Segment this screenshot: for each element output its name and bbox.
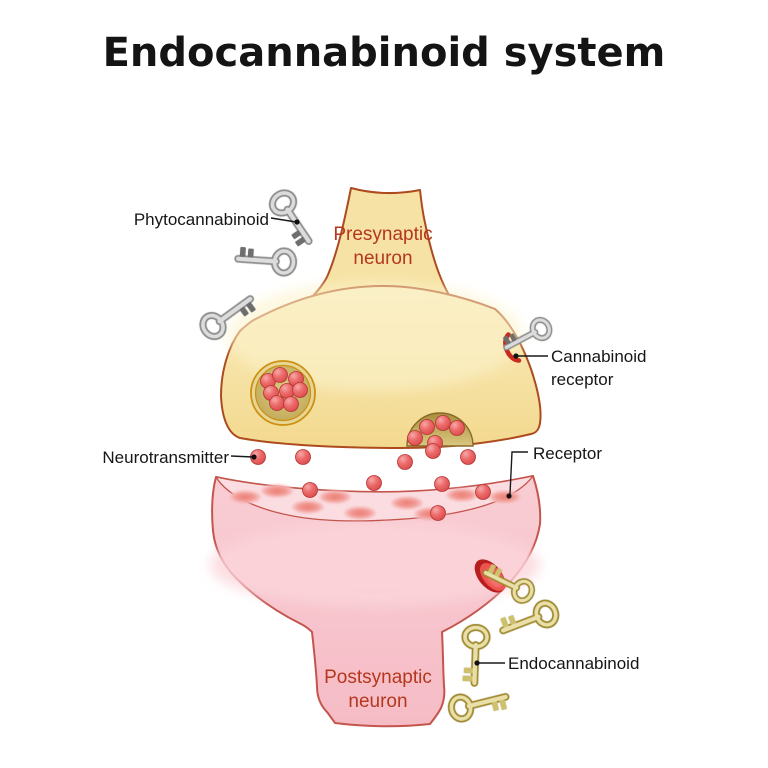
neurotransmitter-dot (475, 484, 491, 500)
receptor-spot (489, 491, 521, 504)
endocannabinoid-key-icon (499, 599, 559, 640)
receptor-spot (229, 491, 261, 504)
neurotransmitter-dot (272, 367, 288, 383)
label-presynaptic-neuron-line1: Presynaptic (333, 224, 433, 245)
receptor-spot (446, 489, 478, 502)
label-presynaptic-neuron-line2: neuron (353, 248, 413, 269)
label-cannabinoid-receptor-line2: receptor (551, 370, 614, 389)
postsynaptic-highlight (210, 523, 540, 607)
label-postsynaptic-neuron-line1: Postsynaptic (324, 667, 432, 688)
receptor-spot (344, 507, 376, 520)
neurotransmitter-dot (302, 482, 318, 498)
phytocannabinoid-key-icon (237, 247, 294, 274)
label-phytocannabinoid: Phytocannabinoid (133, 210, 269, 229)
label-presynaptic-neuron: Presynaptic neuron (318, 223, 448, 271)
postsynaptic-neuron (210, 475, 542, 728)
presynaptic-highlight (227, 281, 523, 391)
neurotransmitter-dot (425, 443, 441, 459)
label-cannabinoid-receptor-line1: Cannabinoid (551, 347, 647, 366)
neurotransmitter-dot (407, 430, 423, 446)
receptor-spot (292, 501, 324, 514)
docked-vesicle (406, 412, 474, 451)
label-endocannabinoid: Endocannabinoid (508, 654, 640, 673)
neurotransmitter-dot (460, 449, 476, 465)
neurotransmitter-dot (283, 396, 299, 412)
neurotransmitter-dot (366, 475, 382, 491)
neurotransmitter-dot (295, 449, 311, 465)
cannabinoid-receptor-leader-line (513, 353, 548, 359)
receptor-spot (319, 491, 351, 504)
neurotransmitter-dot (435, 415, 451, 431)
label-cannabinoid-receptor: Cannabinoid receptor (551, 345, 646, 391)
neurotransmitter-dot (434, 476, 450, 492)
receptor-spot (261, 485, 293, 498)
presynaptic-neuron (220, 187, 542, 451)
neurotransmitter-dot (397, 454, 413, 470)
neurotransmitter-dot (449, 420, 465, 436)
neurotransmitter-dot (419, 419, 435, 435)
receptor-leader-line (506, 451, 528, 499)
label-postsynaptic-neuron: Postsynaptic neuron (313, 666, 443, 714)
neurotransmitter-dot (292, 382, 308, 398)
neurotransmitter-dot (269, 395, 285, 411)
endocannabinoid-key-icon (449, 686, 508, 722)
receptor-spot (391, 497, 423, 510)
label-neurotransmitter: Neurotransmitter (102, 448, 229, 467)
synaptic-vesicle (250, 360, 316, 426)
neurotransmitter-dot (430, 505, 446, 521)
endocannabinoid-key-icon (462, 627, 487, 683)
endocannabinoid-leader-line (474, 660, 505, 666)
neurotransmitter-leader-line (230, 454, 257, 460)
phytocannabinoid-leader-line (270, 217, 300, 225)
label-receptor: Receptor (533, 444, 602, 463)
label-postsynaptic-neuron-line2: neuron (348, 691, 408, 712)
diagram-title: Endocannabinoid system (102, 30, 666, 76)
